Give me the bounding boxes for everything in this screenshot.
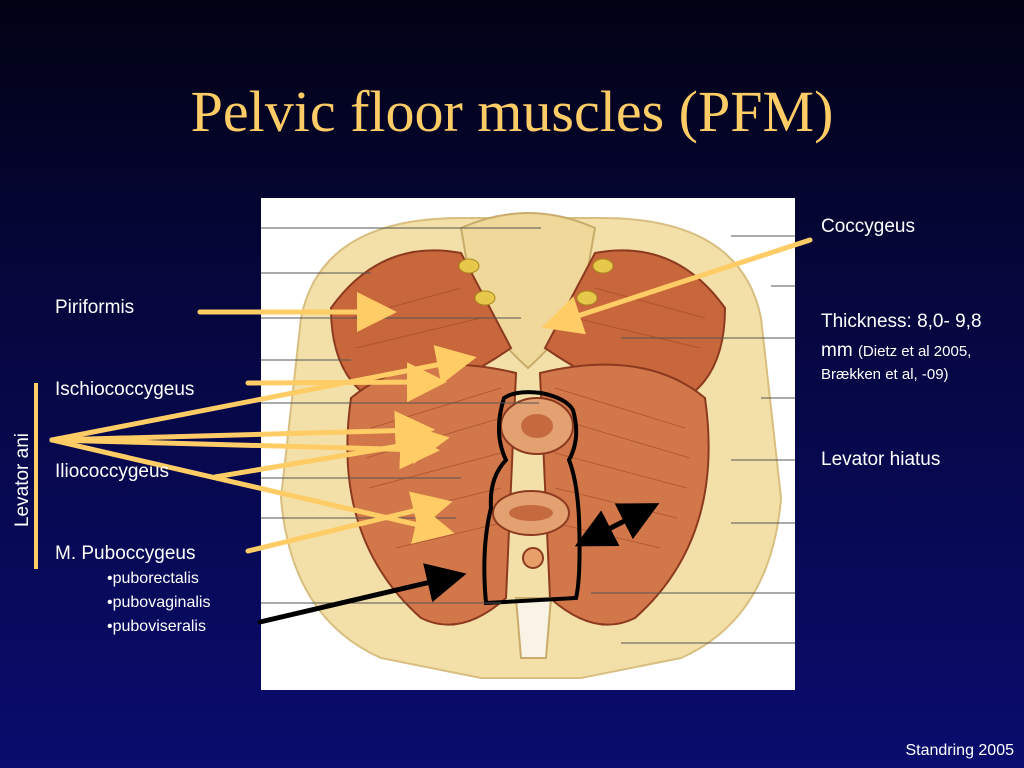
label-coccygeus: Coccygeus bbox=[821, 216, 915, 237]
credit-text: Standring 2005 bbox=[905, 742, 1014, 759]
label-thickness: Thickness: 8,0- 9,8 bbox=[821, 311, 982, 332]
label-thickness-ref-2: Brækken et al, -09) bbox=[821, 366, 949, 383]
label-thickness-unit: mm bbox=[821, 340, 853, 361]
hiatus-double-arrow bbox=[574, 503, 660, 547]
coccygeus-arrow bbox=[541, 237, 813, 335]
thickness-line-2: mm (Dietz et al 2005, bbox=[821, 340, 971, 362]
levator-ani-bracket bbox=[34, 383, 38, 569]
label-levator-ani: Levator ani bbox=[12, 432, 33, 528]
levator-ani-arrow-2 bbox=[49, 410, 435, 451]
label-levator-hiatus: Levator hiatus bbox=[821, 449, 941, 470]
label-pubovaginalis: •pubovaginalis bbox=[107, 594, 211, 611]
levator-ani-arrow-1 bbox=[49, 345, 477, 443]
pubococcygeus-arrow bbox=[245, 491, 453, 554]
label-piriformis: Piriformis bbox=[55, 297, 135, 318]
label-iliococcygeus: Iliococcygeus bbox=[55, 461, 170, 482]
levator-ani-arrow-3 bbox=[49, 429, 440, 470]
label-ischiococcygeus: Ischiococcygeus bbox=[55, 379, 195, 400]
levator-ani-arrow-4 bbox=[49, 437, 455, 544]
label-thickness-ref-1: (Dietz et al 2005, bbox=[857, 343, 972, 360]
slide-title: Pelvic floor muscles (PFM) bbox=[190, 79, 834, 144]
sub-items-arrow bbox=[257, 563, 467, 625]
iliococcygeus-arrow bbox=[212, 424, 450, 480]
label-pubococcygeus: M. Puboccygeus bbox=[55, 543, 196, 564]
label-puboviseralis: •puboviseralis bbox=[107, 618, 206, 635]
label-puborectalis: •puborectalis bbox=[107, 570, 199, 587]
